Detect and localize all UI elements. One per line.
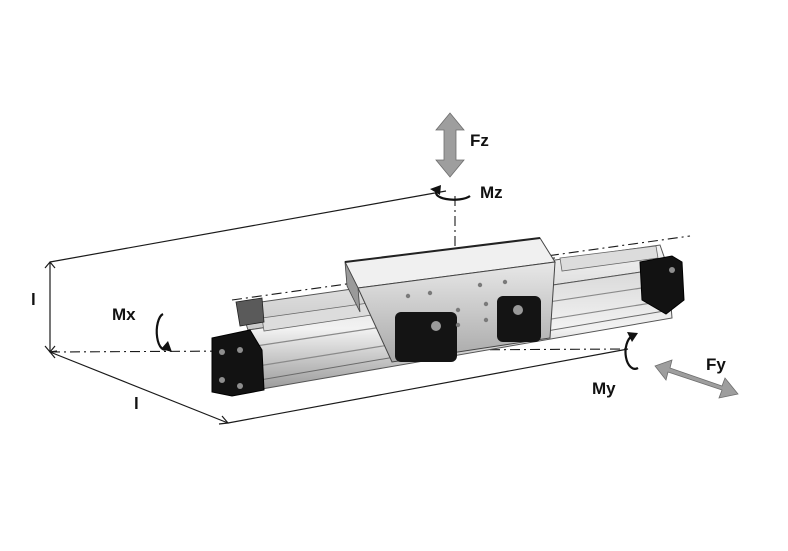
clamp-screw-right — [513, 305, 523, 315]
clamp-screw-left — [431, 321, 441, 331]
length-dimension-label: l — [134, 394, 139, 413]
fy-label: Fy — [706, 355, 726, 374]
carriage-side — [344, 261, 361, 313]
fy-force-arrow — [654, 359, 739, 399]
top-reference-line — [49, 190, 447, 263]
left-bracket — [235, 297, 265, 327]
fy-arrow-icon — [654, 359, 739, 399]
dimension-lines — [44, 190, 629, 425]
carriage-screws — [405, 279, 508, 328]
fz-label: Fz — [470, 131, 489, 150]
end-cap-right-screw — [669, 267, 675, 273]
carriage-clamp-left — [395, 312, 457, 362]
fz-arrow-icon — [435, 112, 465, 178]
height-arrowhead-top — [44, 261, 56, 269]
end-cap-left-screws — [219, 347, 243, 389]
length-dimension-line — [49, 351, 229, 424]
mx-label: Mx — [112, 305, 136, 324]
mz-label: Mz — [480, 183, 503, 202]
bottom-reference-line — [227, 348, 629, 424]
my-label: My — [592, 379, 616, 398]
end-cap-left — [211, 329, 265, 397]
guide-rod-right — [559, 245, 659, 272]
mx-moment — [155, 313, 172, 352]
x-axis-line — [231, 235, 691, 301]
carriage-edge — [344, 237, 541, 263]
linear-actuator — [211, 237, 685, 397]
height-dimension-label: l — [31, 290, 36, 309]
mz-moment — [430, 185, 471, 201]
carriage-clamp-right — [497, 296, 541, 342]
my-moment — [624, 332, 639, 370]
fz-force-arrow — [435, 112, 465, 178]
my-rotation-icon — [624, 335, 639, 370]
